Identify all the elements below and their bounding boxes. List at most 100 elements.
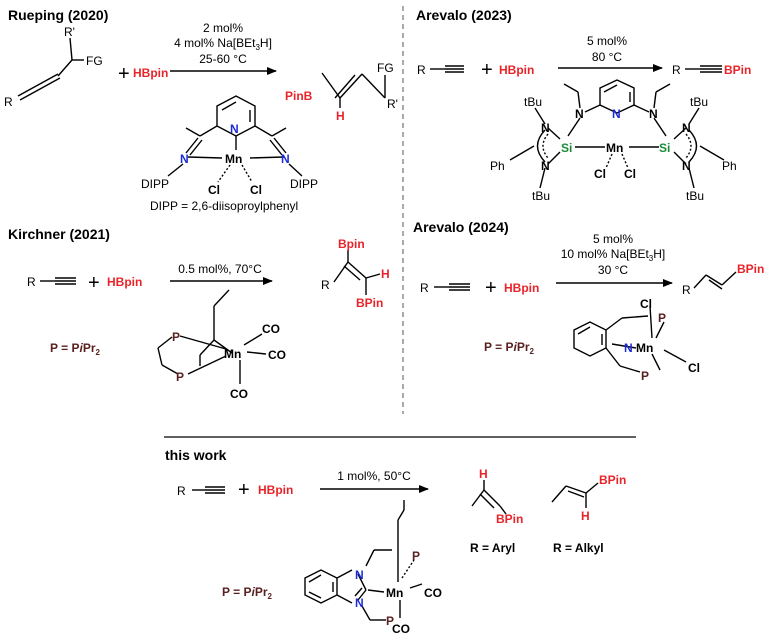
thiswork-r: R (177, 484, 186, 498)
kirchner-co-2: CO (268, 348, 286, 362)
arevalo2023-n-amid-3: N (682, 121, 691, 135)
arevalo2023-cond2: 80 °C (592, 50, 622, 64)
rueping-cond2: 4 mol% Na[BEt3H] (174, 36, 272, 52)
thiswork-title: this work (165, 447, 227, 463)
thiswork-p-1: P (412, 549, 420, 563)
rueping-dipp2: DIPP (290, 177, 318, 191)
kirchner-r2: R (321, 278, 330, 292)
arevalo2023-si-right: Si (659, 141, 670, 155)
thiswork-co-1: CO (424, 586, 442, 600)
arevalo2024-cl-2: Cl (688, 361, 700, 375)
kirchner-p-1: P (172, 330, 180, 344)
kirchner-plus: + (88, 272, 100, 294)
rueping-title: Rueping (2020) (8, 7, 108, 23)
panel-arevalo-2023-labels: Arevalo (2023) R + HBpin 5 mol% 80 °C R … (416, 7, 751, 203)
arevalo2023-bpin: BPin (724, 63, 751, 77)
thiswork-h-aryl: H (479, 467, 488, 481)
arevalo2023-mn: Mn (606, 141, 623, 155)
arevalo2023-title: Arevalo (2023) (416, 7, 512, 23)
thiswork-cond1: 1 mol%, 50°C (337, 469, 411, 483)
panel-rueping-labels: Rueping (2020) R R' FG + HBpin 2 mol% 4 … (4, 7, 398, 213)
arevalo2023-tbu-1: tBu (524, 95, 542, 109)
arevalo2024-r: R (420, 281, 429, 295)
thiswork-plus: + (238, 479, 250, 501)
kirchner-co-1: CO (262, 322, 280, 336)
thiswork-label-alkyl: R = Alkyl (553, 541, 604, 555)
kirchner-mn: Mn (224, 347, 241, 361)
kirchner-r: R (27, 275, 36, 289)
rueping-footnote: DIPP = 2,6-diisoproylphenyl (150, 199, 298, 213)
panel-arevalo-2024-labels: Arevalo (2024) R + HBpin 5 mol% 10 mol% … (413, 219, 764, 383)
arevalo2024-hbpin: HBpin (504, 281, 539, 295)
arevalo2024-p-1: P (658, 311, 666, 325)
kirchner-h: H (381, 267, 390, 281)
rueping-plus: + (118, 63, 130, 85)
panel-kirchner-2021 (40, 250, 381, 384)
kirchner-hbpin: HBpin (107, 275, 142, 289)
thiswork-h-alkyl: H (581, 509, 590, 523)
thiswork-bpin-aryl: BPin (496, 512, 523, 526)
arevalo2023-n-amid-2: N (541, 159, 550, 173)
rueping-fg: FG (86, 54, 103, 68)
thiswork-co-2: CO (392, 622, 410, 636)
arevalo2023-hbpin: HBpin (499, 63, 534, 77)
rueping-rprime: R' (64, 25, 75, 39)
rueping-n-right: N (281, 152, 290, 166)
arevalo2024-cl-1: Cl (640, 297, 652, 311)
rueping-hbpin: HBpin (133, 66, 168, 80)
arevalo2023-plus: + (481, 59, 493, 81)
arevalo2024-bpin: BPin (737, 262, 764, 276)
kirchner-title: Kirchner (2021) (8, 226, 110, 242)
thiswork-pdef: P = PiPr2 (222, 585, 273, 601)
rueping-h: H (336, 109, 345, 123)
arevalo2024-n: N (624, 341, 633, 355)
kirchner-co-3: CO (230, 387, 248, 401)
arevalo2024-cond1: 5 mol% (593, 232, 633, 246)
kirchner-pdef: P = PiPr2 (50, 341, 101, 357)
arevalo2023-cl-1: Cl (594, 167, 606, 181)
kirchner-bpin1: Bpin (338, 237, 365, 251)
arevalo2023-ph-1: Ph (490, 159, 505, 173)
arevalo2023-n-left: N (575, 107, 584, 121)
arevalo2023-r2: R (672, 63, 681, 77)
rueping-mn: Mn (225, 152, 242, 166)
thiswork-n-1: N (355, 568, 364, 582)
rueping-cond3: 25-60 °C (199, 52, 247, 66)
rueping-rprime2: R' (387, 97, 398, 111)
panel-arevalo-2024 (434, 271, 737, 373)
arevalo2024-cond2: 10 mol% Na[BEt3H] (561, 247, 666, 263)
kirchner-bpin2: BPin (356, 296, 383, 310)
arevalo2023-r: R (417, 63, 426, 77)
arevalo2023-n-amid-4: N (682, 159, 691, 173)
arevalo2024-mn: Mn (636, 341, 653, 355)
panel-this-work (192, 480, 599, 621)
arevalo2023-n-amid-1: N (541, 121, 550, 135)
arevalo2024-plus: + (485, 277, 497, 299)
arevalo2023-cl-2: Cl (624, 167, 636, 181)
arevalo2024-r2: R (682, 283, 691, 297)
thiswork-bpin-alkyl: BPin (599, 473, 626, 487)
arevalo2023-tbu-4: tBu (686, 189, 704, 203)
arevalo2024-pdef: P = PiPr2 (484, 340, 535, 356)
arevalo2023-cond1: 5 mol% (587, 34, 627, 48)
arevalo2023-ph-2: Ph (722, 159, 737, 173)
rueping-cond1: 2 mol% (203, 21, 243, 35)
arevalo2023-tbu-2: tBu (690, 95, 708, 109)
rueping-cl2: Cl (250, 183, 262, 197)
thiswork-n-2: N (355, 596, 364, 610)
arevalo2024-title: Arevalo (2024) (413, 219, 509, 235)
arevalo2024-cond3: 30 °C (598, 263, 628, 277)
arevalo2024-p-2: P (641, 369, 649, 383)
panel-arevalo-2023 (430, 64, 725, 189)
panel-this-work-labels: this work R + HBpin 1 mol%, 50°C H BPin … (165, 447, 626, 636)
rueping-dipp1: DIPP (141, 177, 169, 191)
rueping-n-py: N (230, 122, 239, 136)
panel-kirchner-labels: Kirchner (2021) R + HBpin 0.5 mol%, 70°C… (8, 226, 390, 401)
arevalo2023-si-left: Si (561, 141, 572, 155)
thiswork-label-aryl: R = Aryl (470, 541, 515, 555)
arevalo2023-n-py: N (612, 107, 621, 121)
panel-rueping-2020 (17, 37, 386, 183)
kirchner-p-2: P (176, 370, 184, 384)
rueping-n-left: N (180, 152, 189, 166)
